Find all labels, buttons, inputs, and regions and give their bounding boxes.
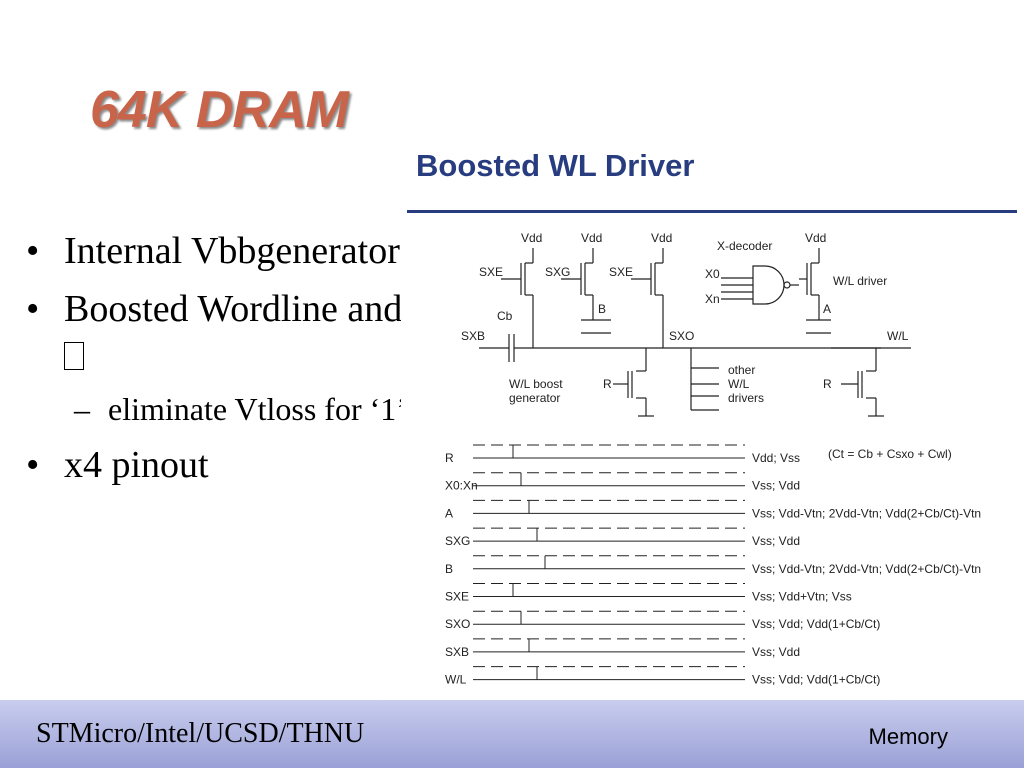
ct-note: (Ct = Cb + Csxo + Cwl) bbox=[828, 447, 952, 461]
x-decoder-label: X-decoder bbox=[717, 239, 772, 253]
figure-divider bbox=[407, 210, 1017, 213]
vdd-label: Vdd bbox=[805, 231, 826, 245]
other-drivers-label-2: W/L bbox=[728, 377, 750, 391]
vdd-label: Vdd bbox=[651, 231, 672, 245]
timing-signal-label: A bbox=[445, 506, 453, 520]
sxe-label: SXE bbox=[479, 265, 503, 279]
other-drivers-label-1: other bbox=[728, 363, 755, 377]
r-label: R bbox=[823, 377, 832, 391]
vdd-label: Vdd bbox=[581, 231, 602, 245]
timing-signal-label: SXB bbox=[445, 645, 469, 659]
wl-label: W/L bbox=[887, 329, 909, 343]
bullet-internal-vbb: Internal Vbbgenerator bbox=[22, 228, 407, 274]
bullet-text: Boosted Wordline and Active Restore bbox=[64, 288, 407, 330]
xn-label: Xn bbox=[705, 292, 720, 306]
subbullet-vtloss: eliminate Vtloss for ‘1’ bbox=[22, 390, 407, 428]
sxg-label: SXG bbox=[545, 265, 570, 279]
bullet-list: Internal Vbbgenerator Boosted Wordline a… bbox=[22, 228, 407, 668]
bullet-boosted-wordline: Boosted Wordline and Active Restore bbox=[22, 286, 407, 378]
boosted-wl-driver-figure: Boosted WL Driver bbox=[401, 138, 1024, 700]
timing-levels-label: Vss; Vdd-Vtn; 2Vdd-Vtn; Vdd(2+Cb/Ct)-Vtn bbox=[752, 562, 981, 576]
a-node-label: A bbox=[823, 302, 831, 316]
boost-gen-label-2: generator bbox=[509, 391, 560, 405]
timing-levels-label: Vss; Vdd+Vtn; Vss bbox=[752, 590, 852, 604]
bullet-text: eliminate Vtloss for ‘1’ bbox=[108, 391, 407, 427]
timing-levels-label: Vss; Vdd; Vdd(1+Cb/Ct) bbox=[752, 617, 880, 631]
timing-signal-label: W/L bbox=[445, 673, 467, 687]
timing-signal-label: SXE bbox=[445, 590, 469, 604]
circuit-labels: Vdd Vdd Vdd Vdd SXE SXG SXE X-decoder X0… bbox=[461, 231, 909, 405]
sxe-label: SXE bbox=[609, 265, 633, 279]
timing-levels-label: Vss; Vdd; Vdd(1+Cb/Ct) bbox=[752, 673, 880, 687]
timing-levels-label: Vss; Vdd bbox=[752, 534, 800, 548]
timing-signal-label: X0:Xn bbox=[445, 479, 478, 493]
b-node-label: B bbox=[598, 302, 606, 316]
timing-levels-label: Vss; Vdd bbox=[752, 479, 800, 493]
wl-driver-label: W/L driver bbox=[833, 274, 887, 288]
timing-levels-label: Vss; Vdd-Vtn; 2Vdd-Vtn; Vdd(2+Cb/Ct)-Vtn bbox=[752, 506, 981, 520]
timing-levels-label: Vdd; Vss bbox=[752, 451, 800, 465]
footer-bar: STMicro/Intel/UCSD/THNU Memory bbox=[0, 700, 1024, 768]
bullet-text: Internal Vbbgenerator bbox=[64, 230, 400, 272]
r-label: R bbox=[603, 377, 612, 391]
sxb-label: SXB bbox=[461, 329, 485, 343]
boost-gen-label-1: W/L boost bbox=[509, 377, 563, 391]
missing-glyph-box bbox=[64, 342, 84, 370]
footer-affiliation: STMicro/Intel/UCSD/THNU bbox=[36, 718, 365, 749]
bullet-text: x4 pinout bbox=[64, 444, 209, 486]
cb-label: Cb bbox=[497, 309, 513, 323]
x0-label: X0 bbox=[705, 267, 720, 281]
timing-signal-label: SXG bbox=[445, 534, 470, 548]
footer-topic: Memory bbox=[868, 724, 948, 749]
other-drivers-label-3: drivers bbox=[728, 391, 764, 405]
vdd-label: Vdd bbox=[521, 231, 542, 245]
slide-title: 64K DRAM bbox=[90, 81, 349, 139]
sxo-label: SXO bbox=[669, 329, 694, 343]
circuit-and-timing-svg: Vdd Vdd Vdd Vdd SXE SXG SXE X-decoder X0… bbox=[445, 231, 981, 687]
figure-title: Boosted WL Driver bbox=[416, 148, 695, 183]
timing-levels-label: Vss; Vdd bbox=[752, 645, 800, 659]
bullet-x4-pinout: x4 pinout bbox=[22, 442, 407, 488]
circuit-schematic bbox=[479, 248, 911, 417]
timing-signal-label: B bbox=[445, 562, 453, 576]
timing-signal-label: SXO bbox=[445, 617, 470, 631]
timing-signal-label: R bbox=[445, 451, 454, 465]
